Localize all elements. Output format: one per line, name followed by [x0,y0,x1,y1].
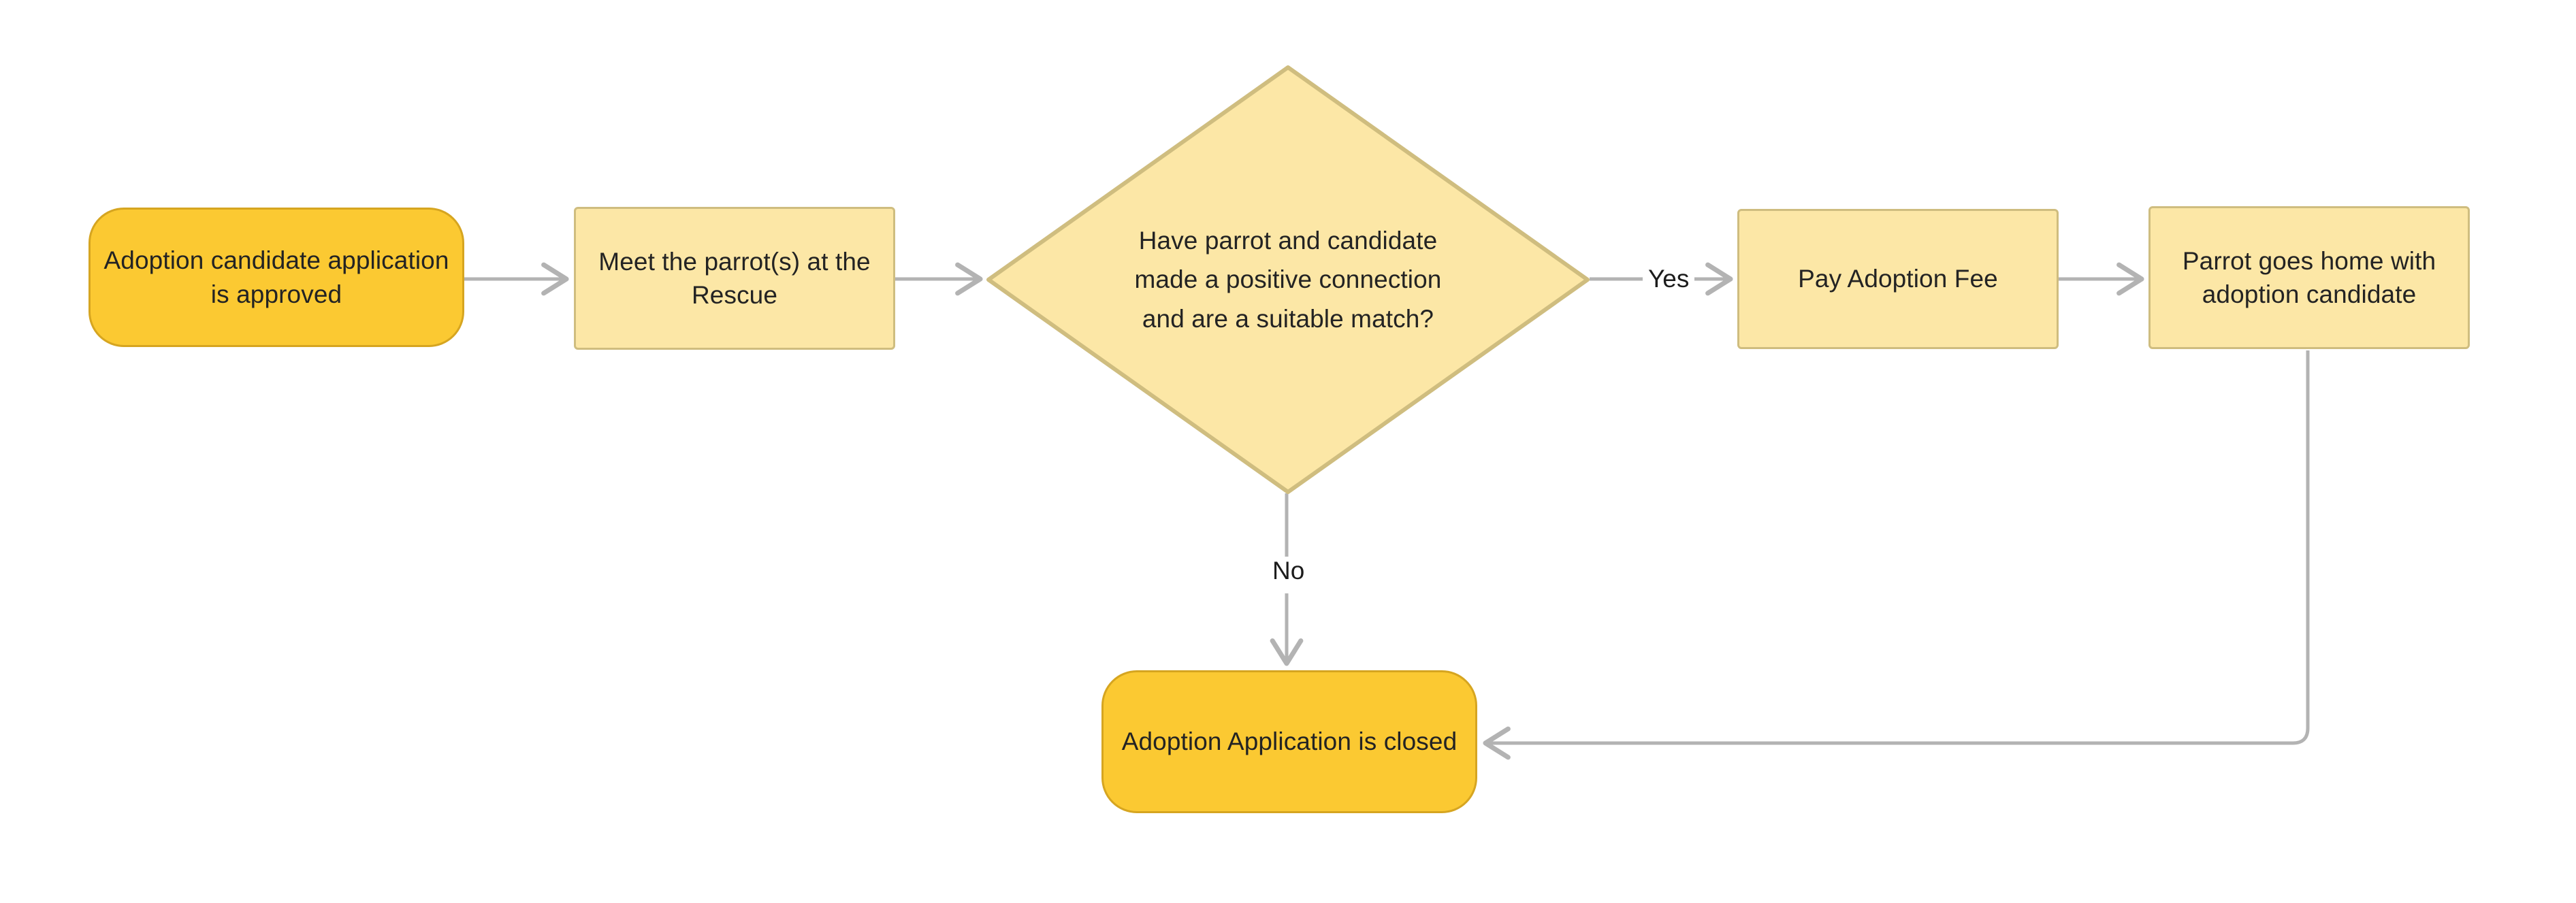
node-label: Parrot goes home with adoption candidate [2182,246,2436,308]
node-pay-adoption-fee[interactable]: Pay Adoption Fee [1737,209,2059,349]
node-label: Adoption Application is closed [1121,727,1458,756]
node-label: Have parrot and candidate made a positiv… [1134,226,1442,333]
diamond-shape [986,65,1590,494]
node-parrot-goes-home[interactable]: Parrot goes home with adoption candidate [2148,206,2470,349]
node-label: Pay Adoption Fee [1798,265,1998,293]
node-meet-parrot[interactable]: Meet the parrot(s) at the Rescue [574,207,895,350]
node-label: Adoption candidate application is approv… [103,246,449,308]
edge-label-no: No [1267,557,1310,585]
node-decision-suitable-match[interactable]: Have parrot and candidate made a positiv… [986,65,1590,495]
node-application-closed[interactable]: Adoption Application is closed [1101,670,1477,813]
edge-home-to-closed [1483,350,2310,760]
edge-label-yes: Yes [1643,265,1695,293]
node-label: Meet the parrot(s) at the Rescue [598,247,871,309]
node-application-approved[interactable]: Adoption candidate application is approv… [88,208,464,347]
